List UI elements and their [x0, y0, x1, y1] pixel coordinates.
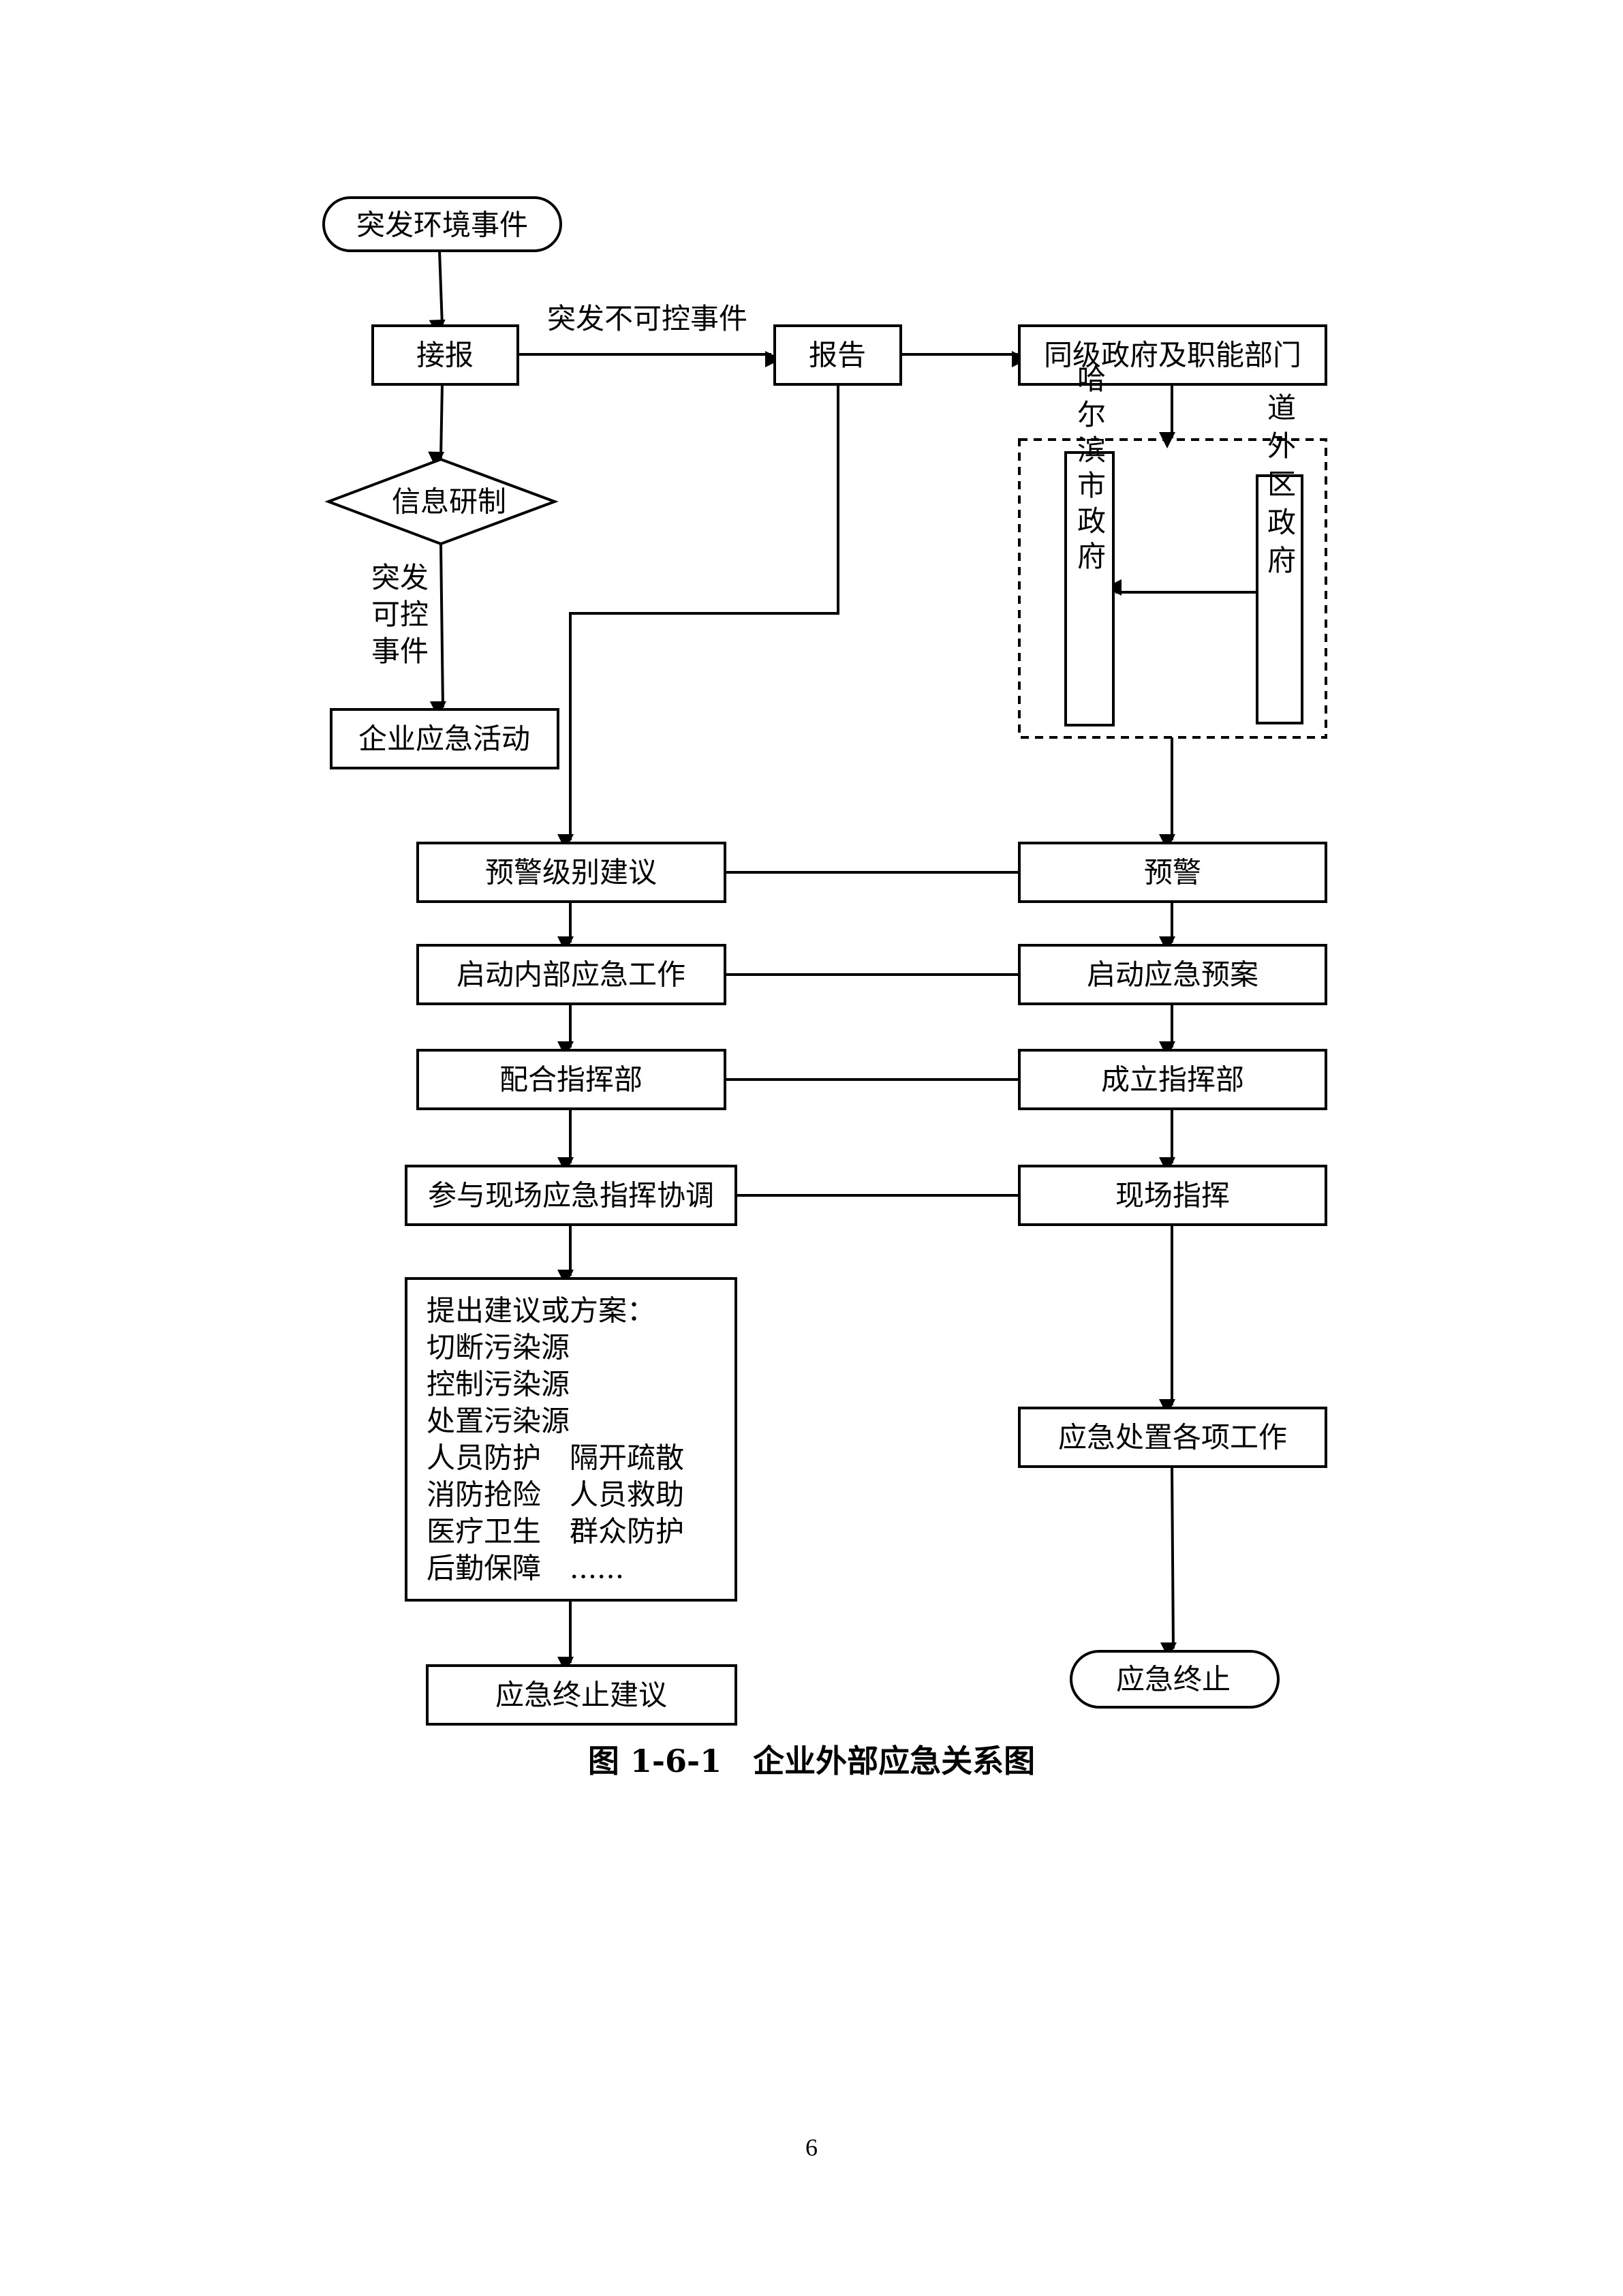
node-peihe: 配合指挥部 [416, 1049, 726, 1110]
figure-caption: 图 1-6-1 企业外部应急关系图 [588, 1743, 1035, 1779]
label-controllable-2: 事件 [371, 634, 429, 668]
node-baogao-label: 报告 [809, 339, 866, 372]
tichu-line-4: 人员防护 隔开疏散 [427, 1441, 684, 1475]
node-qiye: 企业应急活动 [330, 708, 559, 769]
node-canyu-label: 参与现场应急指挥协调 [428, 1179, 714, 1212]
node-qidong-neibu-label: 启动内部应急工作 [457, 958, 685, 992]
node-tichu: 提出建议或方案： 切断污染源 控制污染源 处置污染源 人员防护 隔开疏散 消防抢… [405, 1277, 737, 1602]
tichu-line-5: 消防抢险 人员救助 [427, 1478, 684, 1512]
arrow-xinxi-to-qiye [429, 543, 446, 718]
arrow-start-to-jiebao [429, 250, 446, 337]
node-chengli-label: 成立指挥部 [1101, 1063, 1244, 1097]
node-daowai: 道外区政府 [1256, 393, 1303, 724]
arrow-chuzhi-to-zhongzhi [1160, 1466, 1177, 1659]
node-tongji-label: 同级政府及职能部门 [1044, 339, 1301, 372]
label-controllable-0: 突发 [371, 561, 429, 594]
tichu-line-1: 切断污染源 [427, 1331, 570, 1364]
node-start: 突发环境事件 [322, 196, 562, 252]
node-start-label: 突发环境事件 [356, 209, 528, 242]
node-zhongzhi-jianyi-label: 应急终止建议 [495, 1679, 667, 1712]
node-xinxi: 信息研制 [324, 457, 559, 546]
node-jiebao-label: 接报 [416, 339, 474, 372]
tichu-line-2: 控制污染源 [427, 1368, 570, 1401]
tichu-line-6: 医疗卫生 群众防护 [427, 1515, 684, 1548]
node-qiye-label: 企业应急活动 [358, 722, 530, 756]
label-controllable-1: 可控 [371, 598, 429, 631]
node-peihe-label: 配合指挥部 [499, 1063, 643, 1097]
nodes: 突发环境事件 接报 报告 同级政府及职能部门 信息研制 企业应急活动 [322, 196, 1327, 1726]
node-yujing-jianyi: 预警级别建议 [416, 842, 726, 903]
node-haerbin-label: 哈尔滨市政府 [1073, 364, 1107, 577]
tichu-line-3: 处置污染源 [427, 1405, 570, 1438]
node-tongji: 同级政府及职能部门 [1018, 324, 1327, 386]
connectors [428, 250, 1256, 1674]
page-number: 6 [805, 2134, 818, 2161]
node-jiebao: 接报 [371, 324, 519, 386]
node-qidong-yuan-label: 启动应急预案 [1087, 958, 1258, 992]
node-canyu: 参与现场应急指挥协调 [405, 1165, 737, 1226]
node-qidong-neibu: 启动内部应急工作 [416, 944, 726, 1005]
node-xinxi-label: 信息研制 [392, 485, 506, 519]
arrow-baogao-to-yujing-jianyi [557, 384, 839, 851]
node-qidong-yuan: 启动应急预案 [1018, 944, 1327, 1005]
node-zhongzhi-jianyi: 应急终止建议 [426, 1664, 737, 1726]
edge-labels: 突发不可控事件 突发 可控 事件 [371, 302, 747, 668]
node-chuzhi-label: 应急处置各项工作 [1058, 1421, 1287, 1454]
government-group [1018, 438, 1327, 739]
node-chengli: 成立指挥部 [1018, 1049, 1327, 1110]
node-daowai-label: 道外区政府 [1263, 393, 1297, 583]
node-yujing-label: 预警 [1144, 856, 1201, 889]
tichu-line-0: 提出建议或方案： [427, 1294, 655, 1328]
node-baogao: 报告 [773, 324, 902, 386]
node-zhongzhi-label: 应急终止 [1116, 1663, 1231, 1696]
node-xianchang: 现场指挥 [1018, 1165, 1327, 1226]
arrow-jiebao-to-xinxi [428, 384, 445, 468]
tichu-line-7: 后勤保障 ...... [427, 1552, 624, 1585]
label-uncontrollable: 突发不可控事件 [547, 302, 747, 335]
node-chuzhi: 应急处置各项工作 [1018, 1407, 1327, 1468]
node-yujing-jianyi-label: 预警级别建议 [485, 856, 657, 889]
node-haerbin: 哈尔滨市政府 [1064, 364, 1115, 726]
node-zhongzhi: 应急终止 [1070, 1650, 1280, 1709]
node-xianchang-label: 现场指挥 [1115, 1179, 1230, 1212]
node-yujing: 预警 [1018, 842, 1327, 903]
